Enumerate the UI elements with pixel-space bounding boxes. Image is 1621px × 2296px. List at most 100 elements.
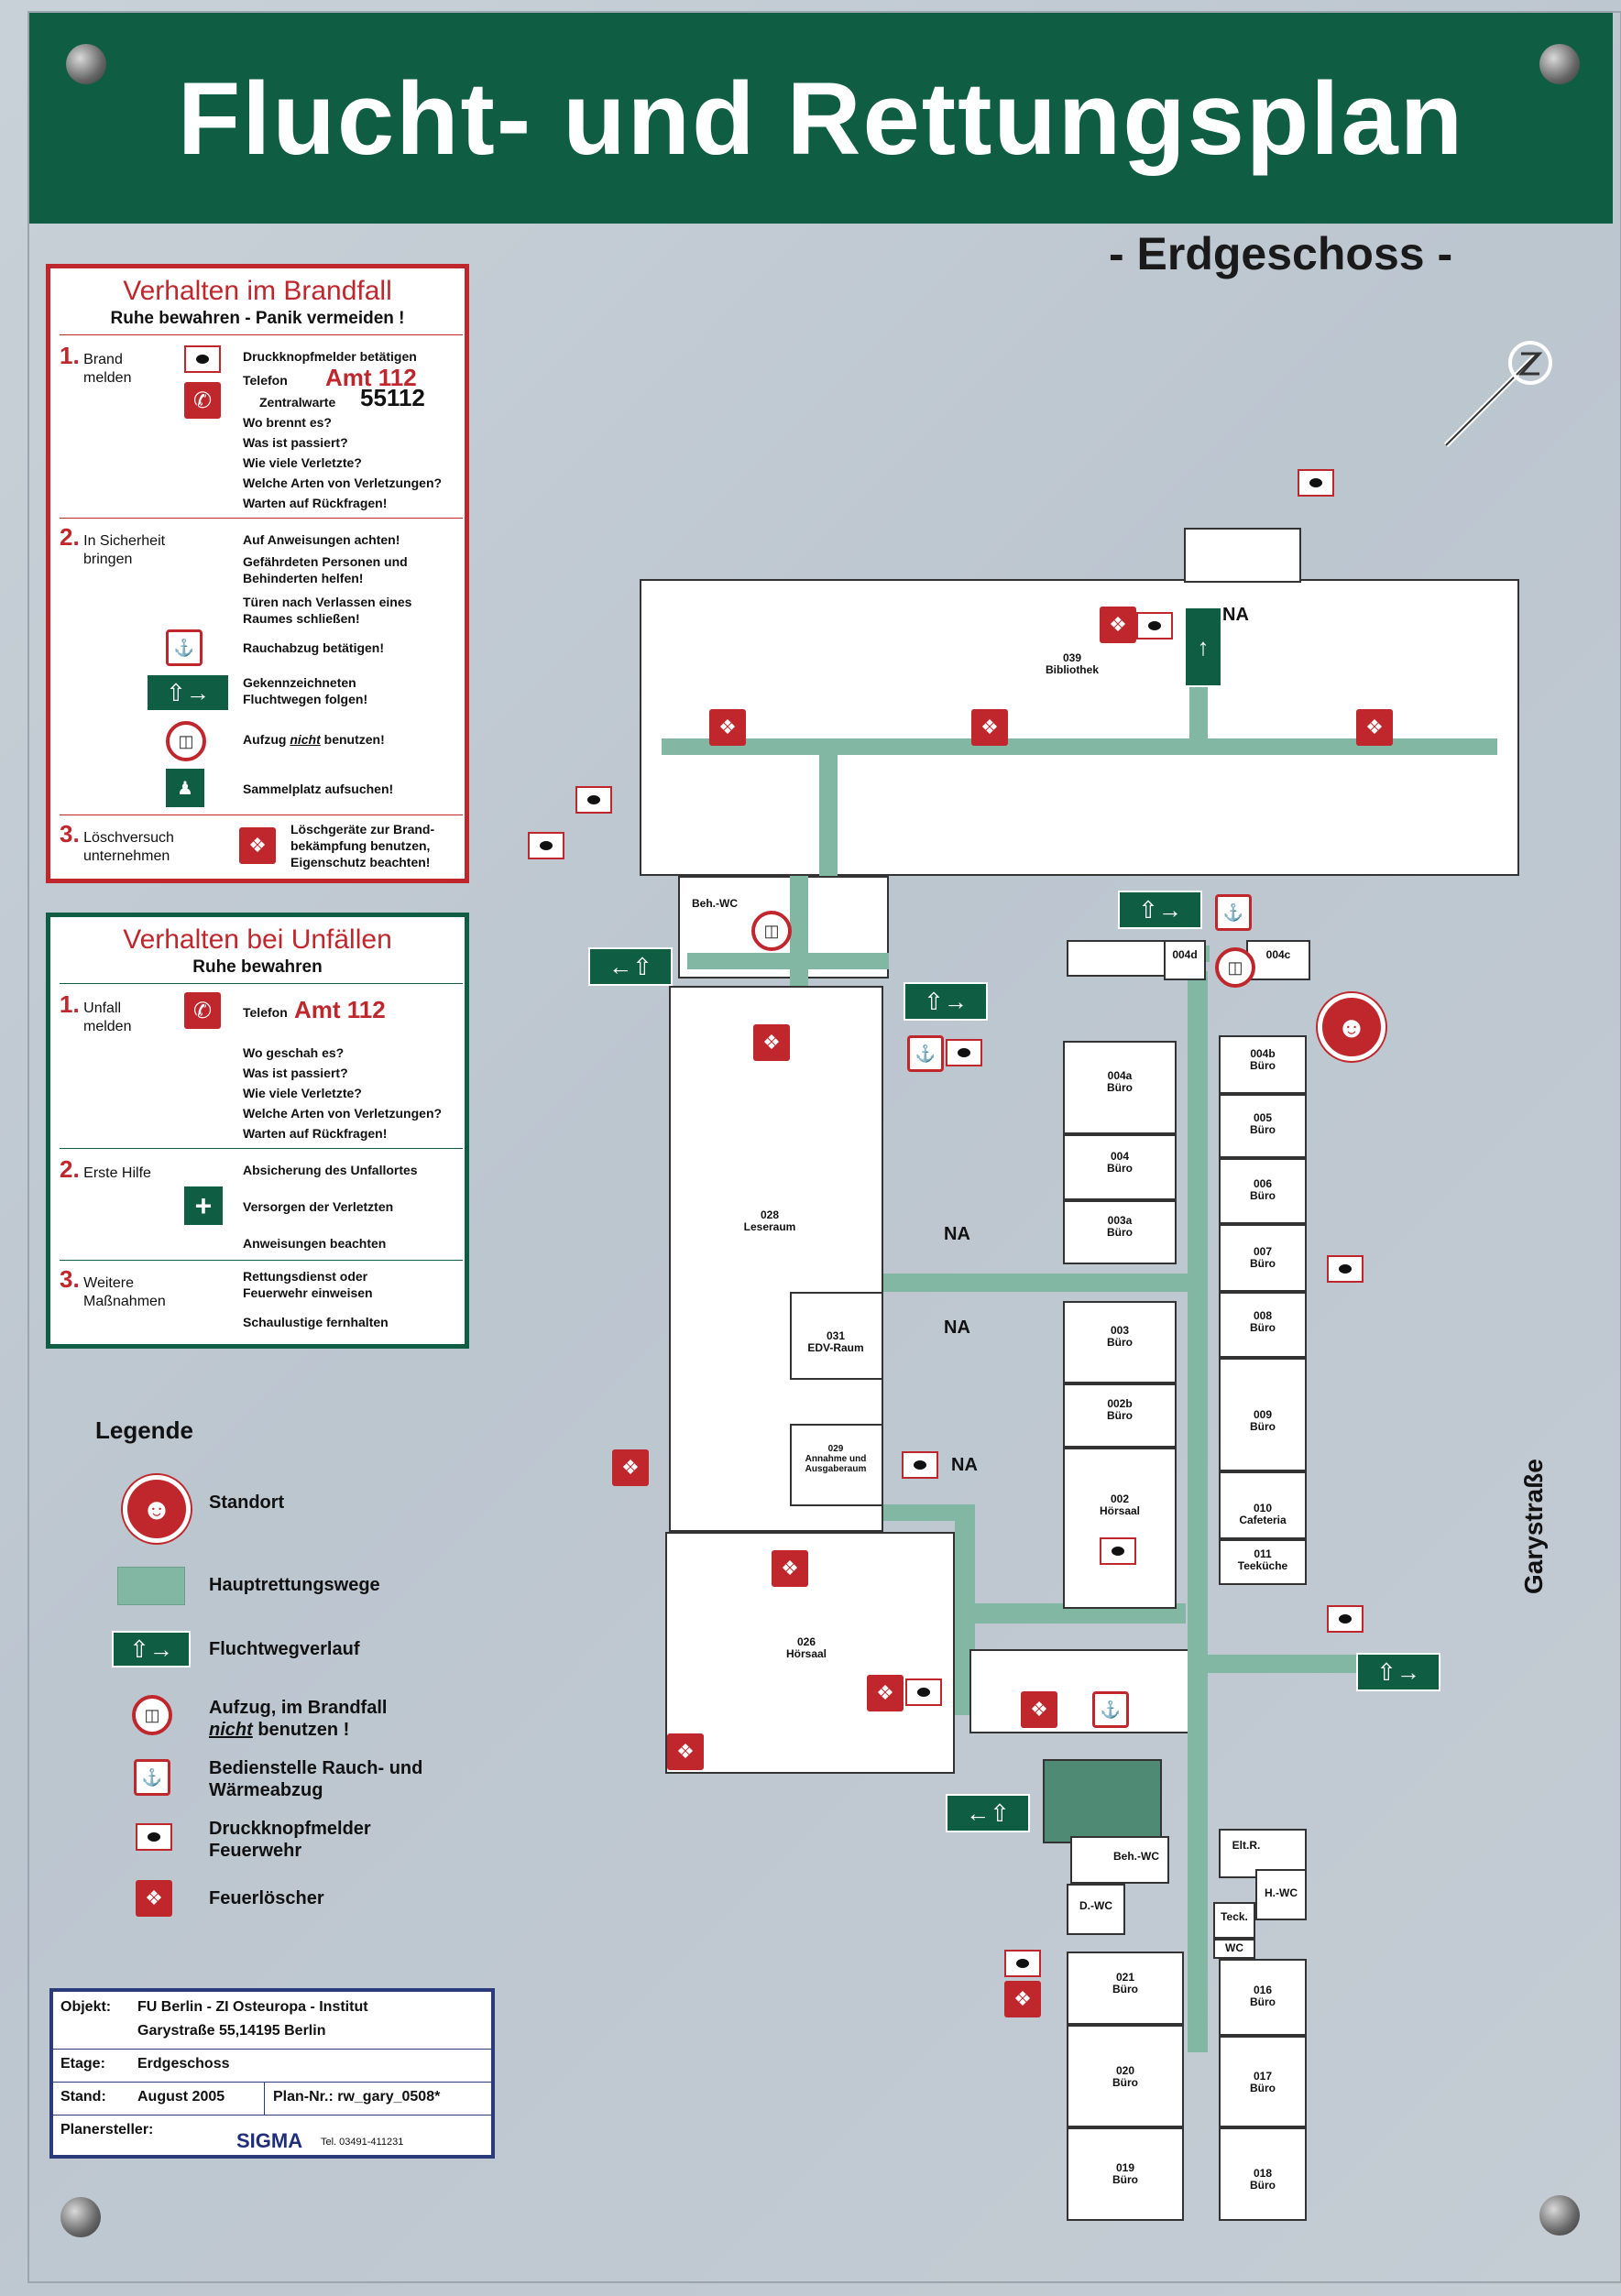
room-label: D.-WC xyxy=(1079,1899,1112,1912)
accident-step-3: 3. Weitere Maßnahmen xyxy=(60,1265,166,1310)
legend-elevator-line1: Aufzug, im Brandfall xyxy=(209,1698,388,1718)
standort-icon: ☻ xyxy=(1318,993,1386,1061)
objekt-address: Garystraße 55,14195 Berlin xyxy=(137,2023,326,2039)
fire-extinguisher-icon: ❖ xyxy=(1004,1981,1041,2017)
room-name: Annahme und Ausgaberaum xyxy=(805,1454,867,1474)
room-name: Büro xyxy=(1107,1081,1133,1095)
question: Wo brennt es? xyxy=(243,415,332,430)
room-name: Büro xyxy=(1107,1226,1133,1240)
divider xyxy=(264,2082,265,2115)
manual-call-point-icon xyxy=(902,1451,938,1479)
legend-smoke-line2: Wärmeabzug xyxy=(209,1780,323,1800)
instruction: Gekennzeichneten xyxy=(243,675,356,690)
escape-route xyxy=(1188,971,1208,2052)
room-label: Beh.-WC xyxy=(692,897,738,910)
central-number: 55112 xyxy=(360,384,425,411)
fire-extinguisher-icon: ❖ xyxy=(1356,709,1393,746)
room-004d xyxy=(1164,940,1206,980)
room-name: Büro xyxy=(1250,1123,1276,1137)
legend-smoke-line1: Bedienstelle Rauch- und xyxy=(209,1758,423,1778)
na-label: NA xyxy=(944,1224,970,1244)
legend-alarm: Druckknopfmelder Feuerwehr xyxy=(209,1818,371,1862)
room-004b xyxy=(1219,1035,1307,1094)
question: Welche Arten von Verletzungen? xyxy=(243,476,443,490)
manual-call-point-icon xyxy=(946,1039,982,1066)
emergency-exit-icon: ⇧→ xyxy=(904,982,988,1021)
plan-title: Flucht- und Rettungsplan xyxy=(177,60,1465,176)
room-017 xyxy=(1219,2036,1307,2127)
question: Warten auf Rückfragen! xyxy=(243,1126,388,1141)
divider xyxy=(60,334,463,335)
room-number: 009 xyxy=(1253,1408,1273,1421)
room-name: Büro xyxy=(1250,1189,1276,1203)
stand-value: August 2005 xyxy=(137,2089,225,2105)
screw-icon xyxy=(66,44,106,84)
main-stairwell xyxy=(1043,1759,1162,1843)
room-name: Büro xyxy=(1112,2173,1138,2187)
elevator-prohibited-icon: ◫ xyxy=(166,721,206,761)
planer-brand: SIGMA xyxy=(236,2129,303,2152)
room-009 xyxy=(1219,1358,1307,1471)
divider xyxy=(60,1260,463,1261)
na-label: NA xyxy=(944,1317,970,1338)
instruction: Raumes schließen! xyxy=(243,611,360,626)
fire-extinguisher-icon: ❖ xyxy=(709,709,746,746)
central-label: Zentralwarte xyxy=(259,395,336,410)
hall-block xyxy=(969,1649,1199,1733)
room-name: Hörsaal xyxy=(1099,1504,1141,1518)
north-arrow-icon xyxy=(1443,341,1552,448)
escape-route xyxy=(662,738,1497,755)
escape-route xyxy=(687,953,889,969)
escape-route xyxy=(819,755,838,876)
instruction: Schaulustige fernhalten xyxy=(243,1315,389,1329)
room-031 xyxy=(790,1292,883,1380)
instruction-emphasis: nicht xyxy=(290,732,321,747)
room-name: Büro xyxy=(1250,1321,1276,1335)
room-number: 021 xyxy=(1115,1971,1135,1984)
question: Welche Arten von Verletzungen? xyxy=(243,1106,443,1121)
room-010 xyxy=(1219,1471,1307,1539)
emergency-exit-icon: ⇧→ xyxy=(112,1631,191,1667)
room-name: Büro xyxy=(1250,2179,1276,2192)
instruction: Rettungsdienst oder xyxy=(243,1269,368,1284)
phone-number: Amt 112 xyxy=(325,364,417,391)
accident-step-2: 2. Erste Hilfe xyxy=(60,1155,151,1184)
room-label: Elt.R. xyxy=(1232,1839,1261,1852)
emergency-exit-icon: ⇧→ xyxy=(1118,891,1202,929)
room-number: 029 xyxy=(827,1444,844,1454)
room-name: Büro xyxy=(1250,2082,1276,2095)
room-008 xyxy=(1219,1292,1307,1358)
manual-call-point-icon xyxy=(184,345,221,373)
room-number: 004b xyxy=(1250,1047,1276,1060)
first-aid-icon: + xyxy=(184,1186,223,1225)
room-number: 010 xyxy=(1253,1502,1273,1514)
legend-elevator: Aufzug, im Brandfall nicht benutzen ! xyxy=(209,1697,387,1741)
step-label: melden xyxy=(83,370,132,386)
room-number: 039 xyxy=(1062,651,1082,664)
question: Wo geschah es? xyxy=(243,1045,345,1060)
smoke-vent-icon: ⚓ xyxy=(166,629,203,666)
room-name: Büro xyxy=(1250,1420,1276,1434)
accident-step-1: 1. Unfall melden xyxy=(60,990,131,1035)
elevator-prohibited-icon: ◫ xyxy=(751,911,792,951)
manual-call-point-icon xyxy=(1004,1950,1041,1977)
room-name: Büro xyxy=(1112,2076,1138,2090)
fire-step-1: 1. Brand melden xyxy=(60,342,131,387)
manual-call-point-icon xyxy=(1327,1605,1364,1633)
room-number: 005 xyxy=(1253,1111,1273,1124)
room-number: 031 xyxy=(826,1329,846,1342)
room-number: 011 xyxy=(1254,1547,1272,1560)
room-004 xyxy=(1063,1134,1177,1200)
escape-route xyxy=(1208,1655,1369,1673)
